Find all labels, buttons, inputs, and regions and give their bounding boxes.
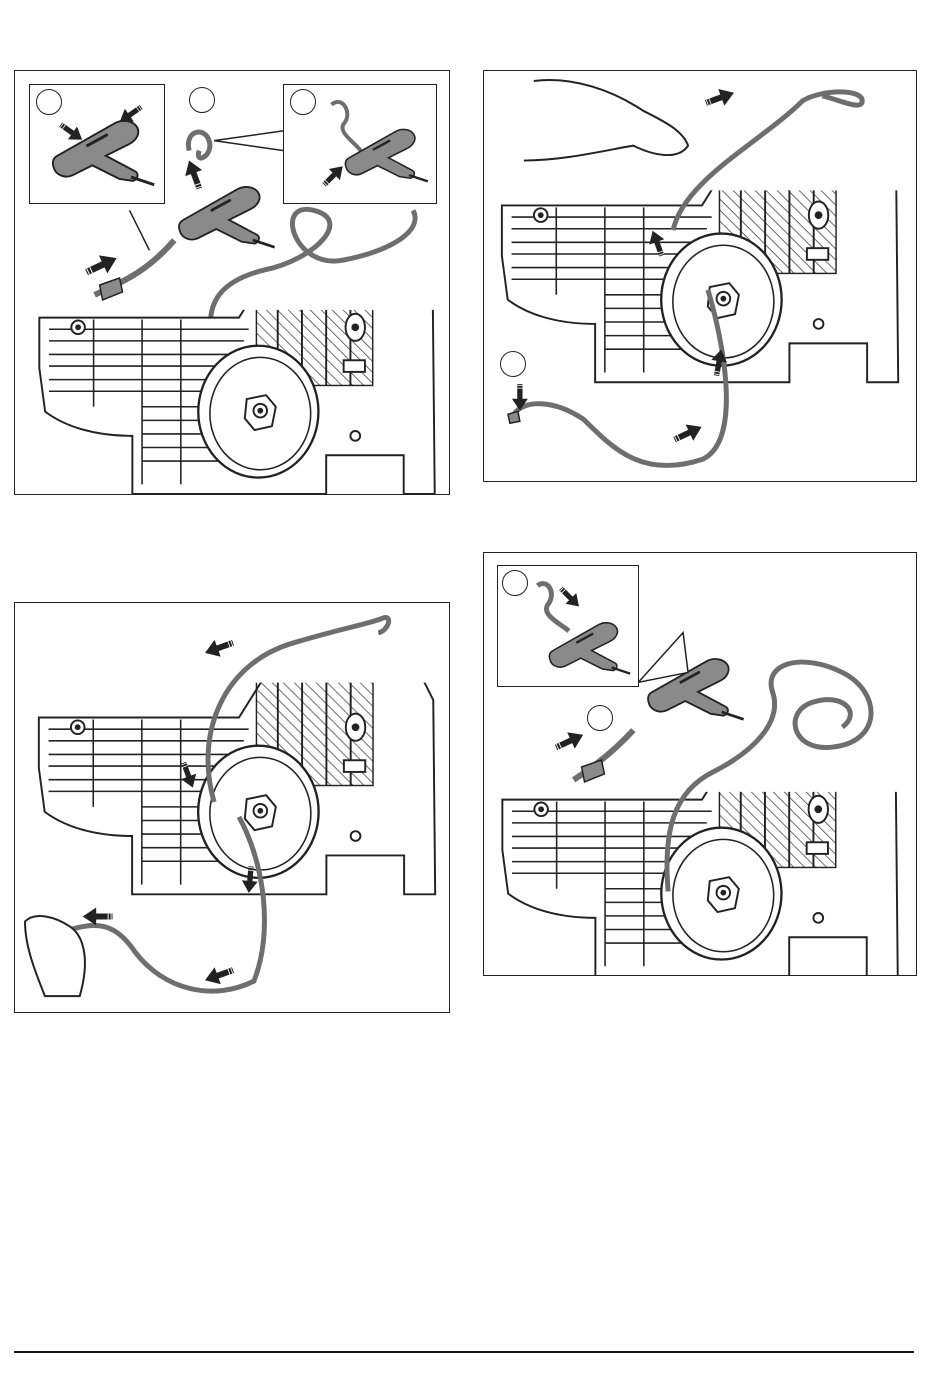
arrow-icon <box>556 583 585 612</box>
figure-4-inset-knot <box>497 565 639 687</box>
rope-knot-icon <box>188 132 210 158</box>
arrow-icon <box>671 419 706 448</box>
figure-1-inset-grip <box>29 84 165 204</box>
rope-knot-icon <box>331 102 362 154</box>
figure-2-panel <box>483 70 917 482</box>
arrow-icon <box>82 249 120 281</box>
step-badge <box>502 570 528 596</box>
starter-grip-icon <box>345 129 427 181</box>
arrow-icon <box>552 727 587 756</box>
footer-rule <box>14 1351 914 1353</box>
starter-housing-icon <box>39 671 435 894</box>
step-badge <box>500 351 526 377</box>
figure-3-panel <box>14 602 450 1013</box>
arrow-icon <box>703 84 737 111</box>
step-badge <box>36 89 62 115</box>
starter-housing-icon <box>502 159 898 382</box>
arrow-icon <box>202 634 236 661</box>
step-badge <box>587 705 613 731</box>
starter-housing-icon <box>39 271 434 494</box>
starter-housing-icon <box>502 753 897 975</box>
arrow-icon <box>319 161 349 191</box>
hand-icon <box>524 80 688 161</box>
arrow-icon <box>202 962 236 989</box>
step-badge <box>189 87 215 113</box>
starter-grip-icon <box>549 623 630 674</box>
figure-1-inset-knot <box>283 84 437 204</box>
arrow-icon <box>83 908 113 926</box>
figure-4-panel <box>483 552 917 976</box>
figure-3-drawing <box>15 603 449 1012</box>
starter-grip-icon <box>179 187 275 247</box>
step-badge <box>290 89 316 115</box>
figure-1-panel <box>14 70 450 495</box>
figure-2-drawing <box>484 71 916 481</box>
arrow-icon <box>181 157 208 191</box>
